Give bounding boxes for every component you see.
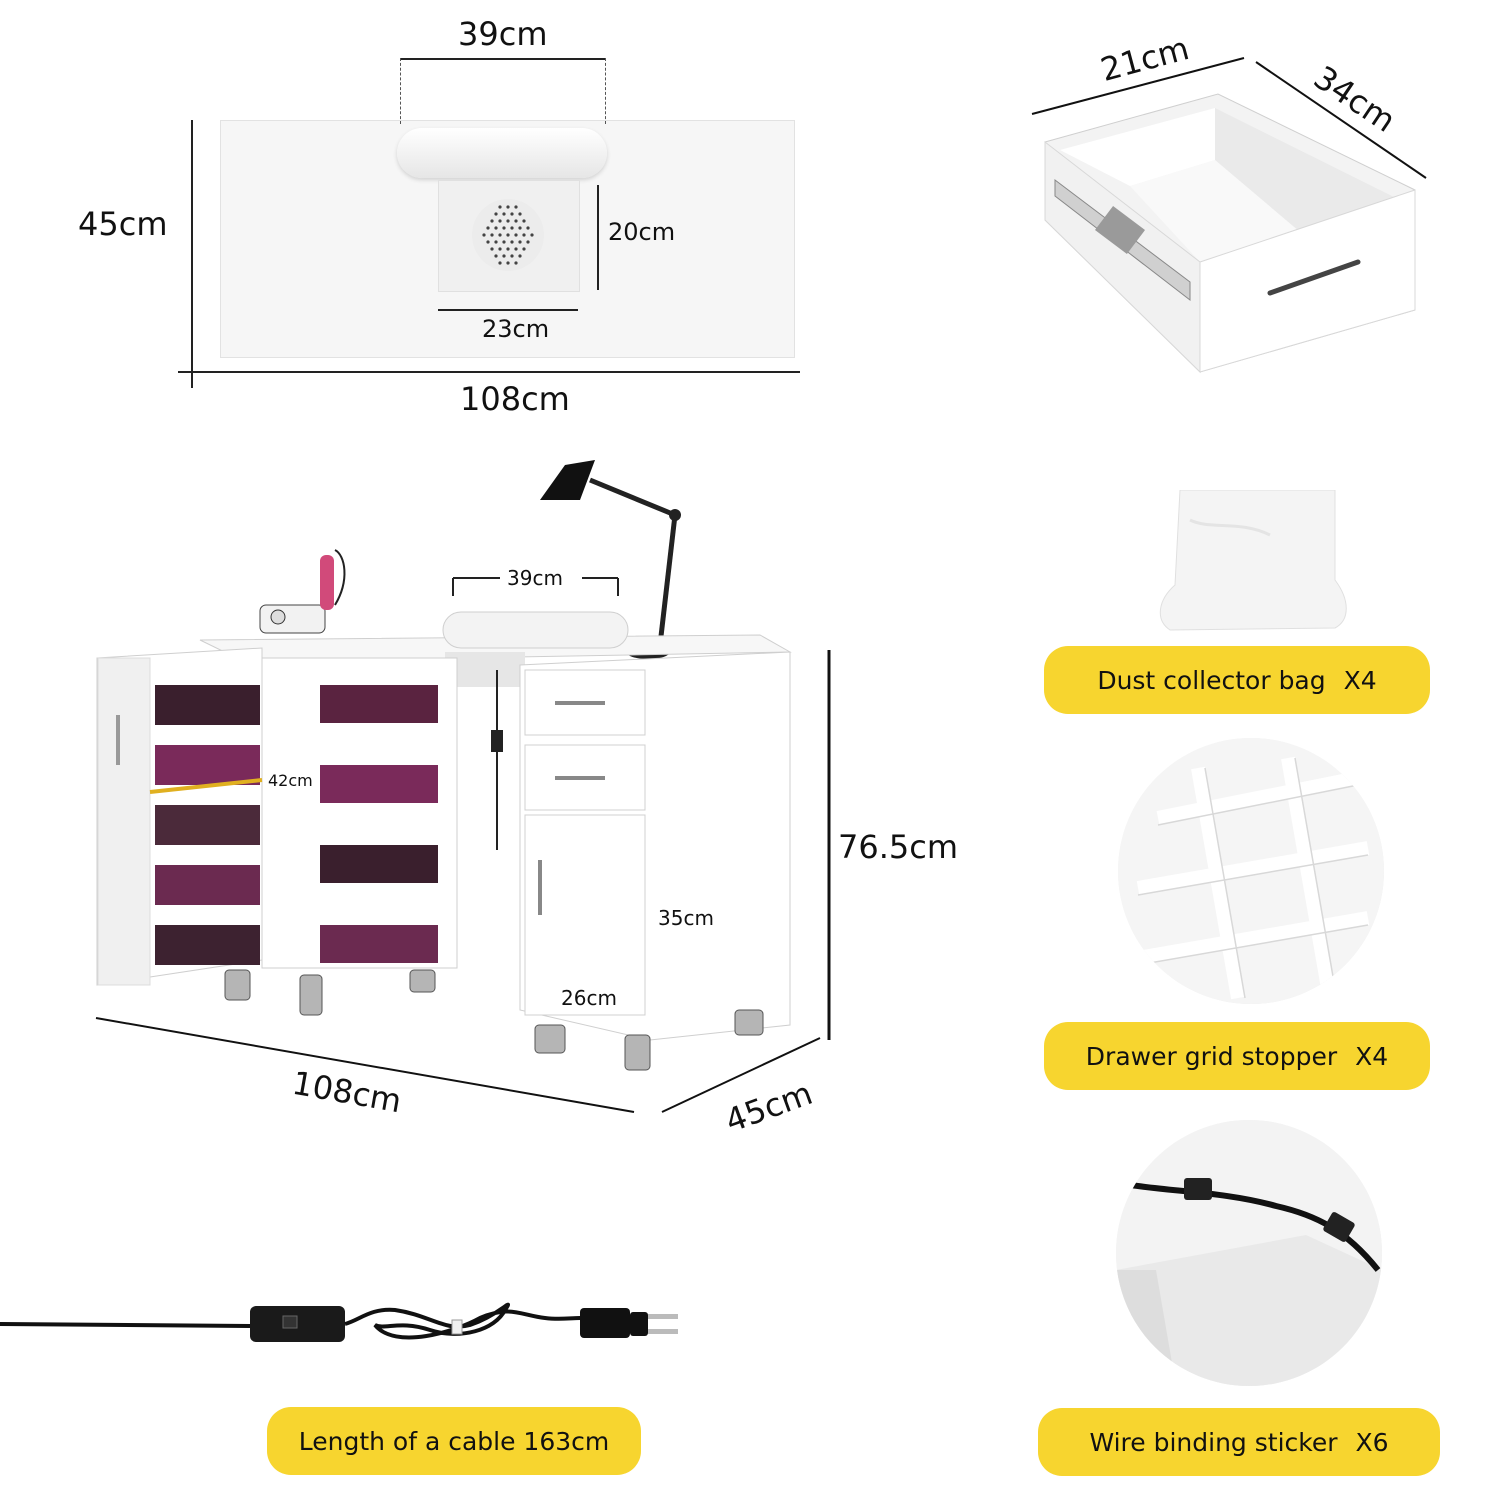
table-view: 39cm 42cm 76.5cm 35cm 26cm 108cm 45cm [0, 440, 1000, 1160]
power-cable-icon [0, 1302, 678, 1342]
cable-clip-icon [1116, 1120, 1382, 1386]
manicure-table-illustration [95, 460, 831, 1113]
fan-height-dim-line [597, 185, 599, 290]
table-height-label: 76.5cm [838, 828, 959, 866]
top-armrest-label: 39cm [458, 15, 548, 53]
accessory-pill-wire-sticker: Wire binding sticker X6 [1038, 1408, 1440, 1476]
accessories-panel: Dust collector bag X4 Drawer grid stoppe… [1000, 480, 1500, 1500]
accessory-name: Dust collector bag [1097, 665, 1326, 695]
nail-drill [259, 549, 346, 634]
grid-divider-circle [1118, 738, 1384, 1004]
accessory-qty: X4 [1355, 1041, 1389, 1071]
top-view: 39cm 45cm 108cm 20cm 23cm [0, 0, 900, 430]
accessory-pill-dust-bag: Dust collector bag X4 [1044, 646, 1430, 714]
cable-clip-circle [1116, 1120, 1382, 1386]
polish-rows-right [320, 685, 438, 963]
accessory-name: Drawer grid stopper [1085, 1041, 1338, 1071]
polish-rows-left [155, 685, 260, 965]
fan-width-label: 23cm [482, 315, 550, 343]
top-depth-label: 45cm [78, 205, 168, 243]
fan-vent-icon [472, 199, 544, 271]
armrest-dim-line [400, 58, 606, 60]
cable-length-label: Length of a cable 163cm [298, 1426, 610, 1456]
power-cable-view: Length of a cable 163cm [0, 1270, 720, 1500]
fan-height-label: 20cm [608, 218, 676, 246]
table-armrest-label: 39cm [507, 566, 563, 590]
accessory-name: Wire binding sticker [1089, 1427, 1338, 1457]
drawer-illustration [1031, 57, 1427, 374]
accessory-qty: X4 [1343, 665, 1377, 695]
desk-lamp [540, 460, 681, 659]
accessory-qty: X6 [1355, 1427, 1389, 1457]
shelf-width-label: 42cm [268, 771, 313, 790]
top-width-label: 108cm [460, 380, 570, 418]
drawer-view: 21cm 34cm [1000, 0, 1500, 400]
cabinet-height-label: 35cm [658, 906, 714, 930]
dust-bag-icon [1160, 490, 1347, 631]
cable-length-pill: Length of a cable 163cm [267, 1407, 641, 1475]
accessory-pill-grid-stopper: Drawer grid stopper X4 [1044, 1022, 1430, 1090]
fan-width-dim-line [438, 309, 578, 311]
grid-divider-icon [1118, 738, 1384, 1004]
top-depth-dim-line [191, 120, 193, 388]
top-width-dim-line [178, 371, 800, 373]
armrest-cushion [397, 128, 607, 178]
cabinet-width-label: 26cm [561, 986, 617, 1010]
